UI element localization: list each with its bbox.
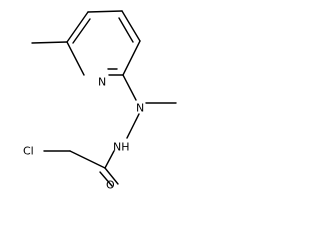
molecule-structure: N N NH Cl O (23, 10, 177, 192)
bond-n-nh (126, 113, 140, 139)
bond-carbonyl-o-inner (99, 171, 113, 187)
bond-ring-n-c2 (66, 41, 85, 76)
nh-label: NH (113, 141, 130, 154)
bond-ring-c2-c3-inner (72, 18, 91, 44)
bond-carbonyl-o (104, 167, 119, 185)
bond-ring-c4-c5-inner (118, 17, 134, 43)
bond-nh-carbonyl (104, 150, 115, 169)
bond-carbonyl-ch2 (69, 150, 106, 169)
oxygen-label: O (106, 179, 115, 192)
ring-nitrogen-label: N (98, 76, 106, 89)
bond-c2-methyl (31, 41, 68, 44)
chlorine-label: Cl (23, 145, 34, 158)
bond-ring-c3-c4 (87, 10, 123, 13)
bond-ring-c4-c5 (121, 10, 141, 42)
hydrazine-nitrogen-label: N (136, 102, 144, 115)
bond-ring-c5-c6 (122, 40, 141, 76)
bond-c6-hydrazine-n (122, 74, 137, 101)
bond-ring-c2-c3 (66, 11, 89, 43)
